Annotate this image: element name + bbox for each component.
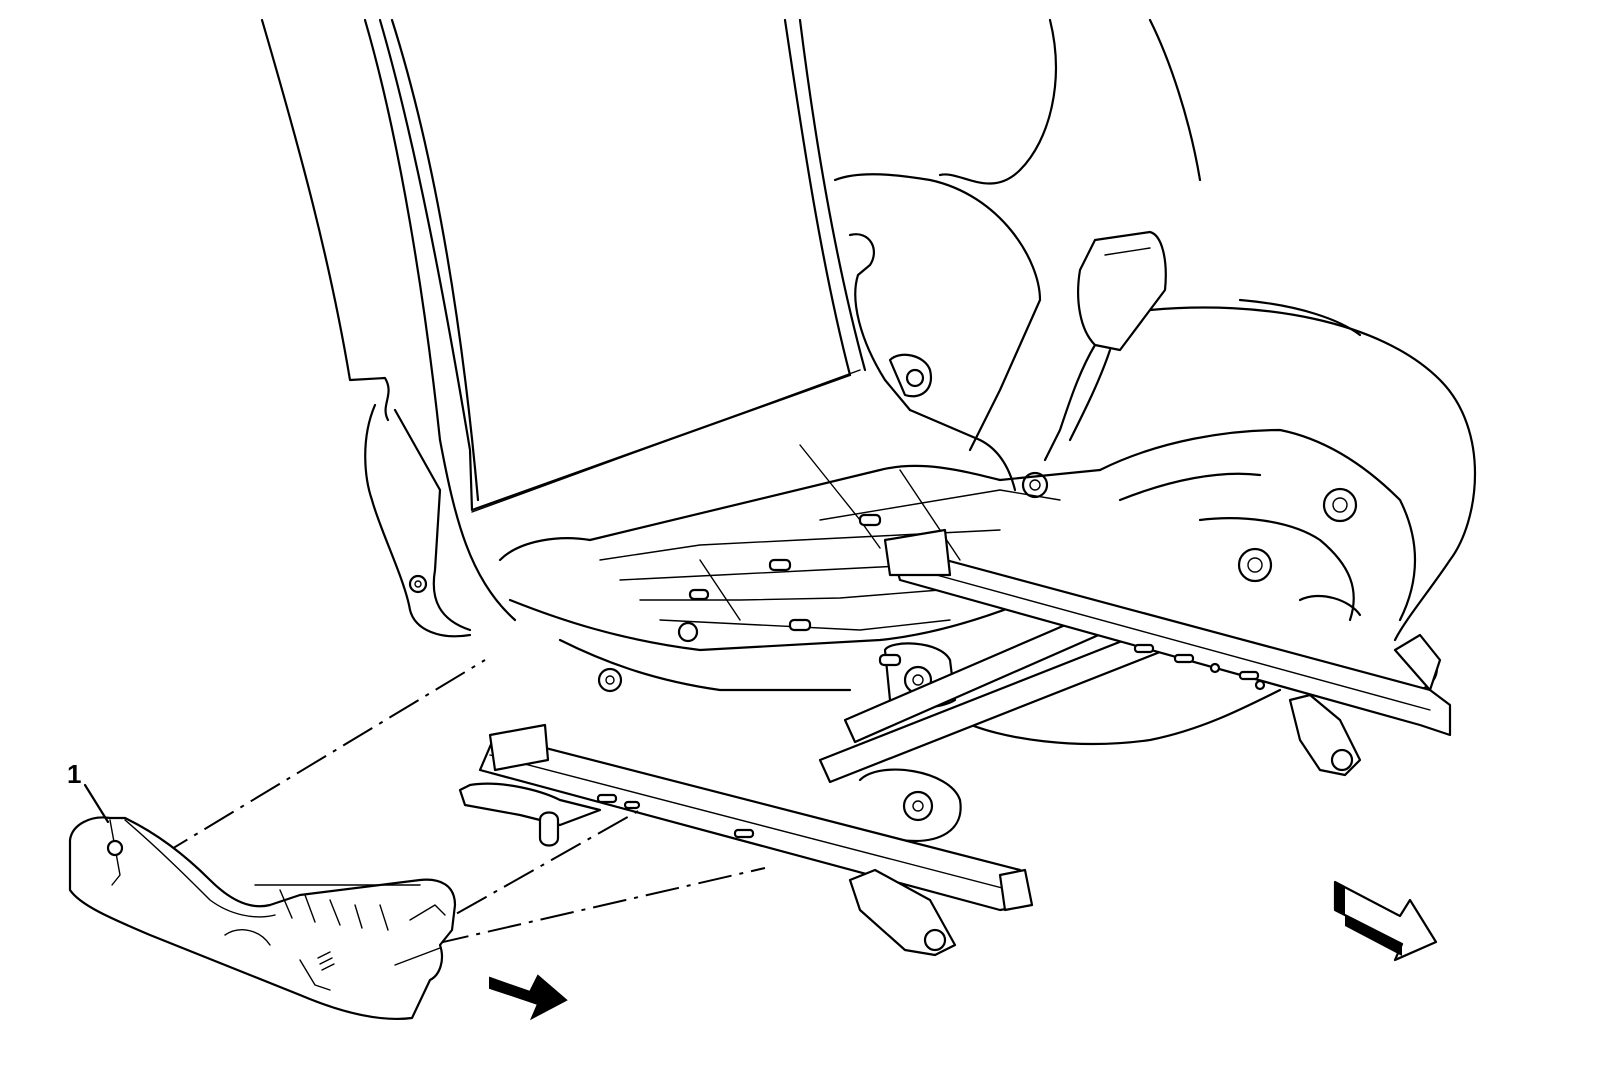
seat-back bbox=[260, 18, 1202, 638]
seat-frame bbox=[498, 428, 1417, 843]
right-seat-track bbox=[883, 528, 1452, 777]
seat-belt-buckle bbox=[1021, 230, 1167, 499]
arrow-outline-icon bbox=[1333, 880, 1438, 962]
left-seat-track bbox=[458, 723, 1034, 957]
seat-track-cover bbox=[68, 816, 457, 1020]
callout-1: 1 bbox=[67, 759, 110, 824]
recliner-bolster bbox=[833, 173, 1042, 492]
arrow-solid-icon bbox=[489, 974, 568, 1021]
callout-number: 1 bbox=[67, 759, 81, 789]
